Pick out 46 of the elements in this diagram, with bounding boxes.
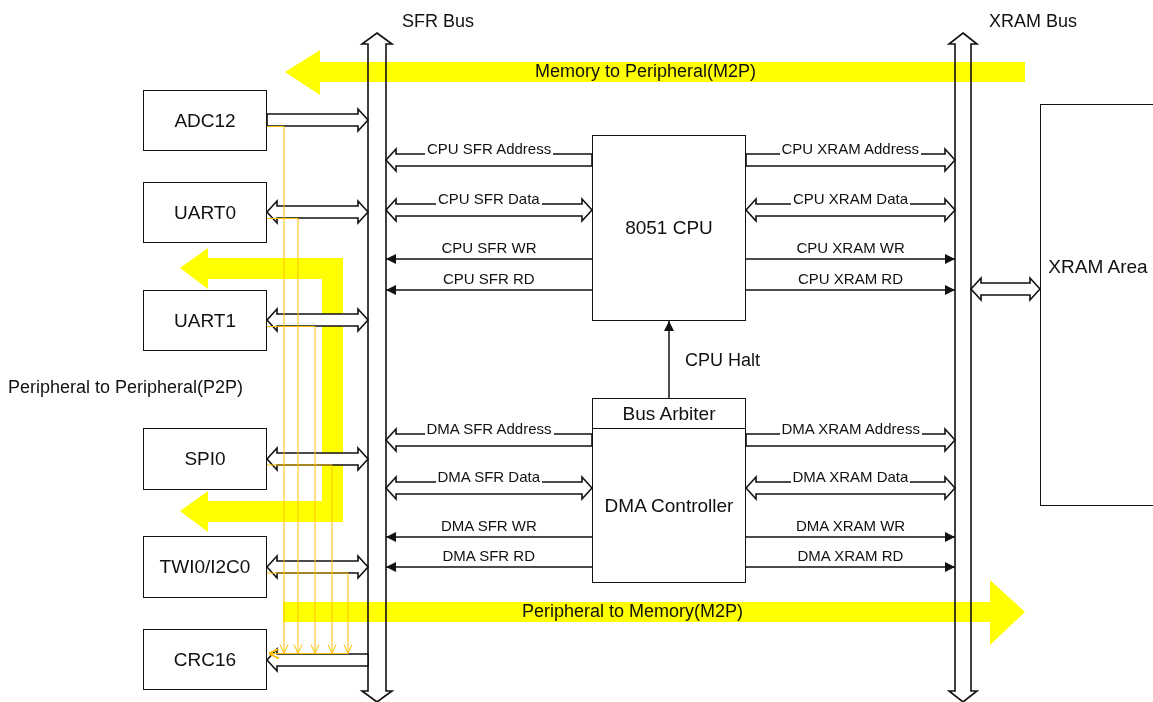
block-label: Bus Arbiter (622, 401, 716, 426)
block-box (592, 135, 746, 321)
arrow (745, 562, 956, 572)
bus-arrow (265, 445, 370, 473)
arrow (385, 562, 593, 572)
block-box (592, 428, 746, 583)
edge-label: DMA SFR Address (424, 420, 554, 437)
block-label: UART0 (174, 200, 236, 225)
block-label: ADC12 (174, 108, 236, 133)
arrow (385, 285, 593, 295)
block-box (1040, 104, 1153, 506)
bus-arrow (969, 275, 1042, 303)
arrow (385, 532, 593, 542)
block-box (143, 629, 267, 690)
block-box (143, 428, 267, 490)
block-label: UART1 (174, 308, 236, 333)
bus-arrow (265, 646, 369, 674)
edge-label: CPU XRAM Address (779, 140, 922, 157)
bus-arrow (266, 106, 370, 134)
bus-label: SFR Bus (402, 11, 475, 32)
flow-label: Peripheral to Memory(M2P) (522, 601, 744, 622)
block-box (143, 182, 267, 243)
block-label: 8051 CPU (625, 216, 713, 240)
arrow (266, 572, 353, 660)
flow-label: Memory to Peripheral(M2P) (535, 61, 757, 82)
edge-label: CPU SFR Address (425, 140, 554, 157)
block-label: TWI0/I2C0 (159, 555, 251, 579)
arrow (745, 285, 956, 295)
block-box (143, 536, 267, 598)
block-label: CRC16 (173, 647, 237, 672)
block-box (143, 290, 267, 351)
arrow (385, 254, 593, 264)
block-label: DMA Controller (604, 493, 734, 518)
block-label: SPI0 (184, 447, 226, 471)
bus-label: XRAM Bus (989, 11, 1078, 32)
block-box (592, 398, 746, 429)
arrow (745, 254, 956, 264)
flow-label: Peripheral to Peripheral(P2P) (8, 377, 244, 398)
arrow (745, 532, 956, 542)
block-label: XRAM Area (1048, 255, 1148, 279)
bus-arrow (265, 198, 370, 226)
block-box (143, 90, 267, 151)
bus-arrow (265, 306, 370, 334)
arrow (664, 320, 674, 399)
edge-label: DMA XRAM Address (779, 420, 922, 437)
bus-arrow (265, 553, 370, 581)
